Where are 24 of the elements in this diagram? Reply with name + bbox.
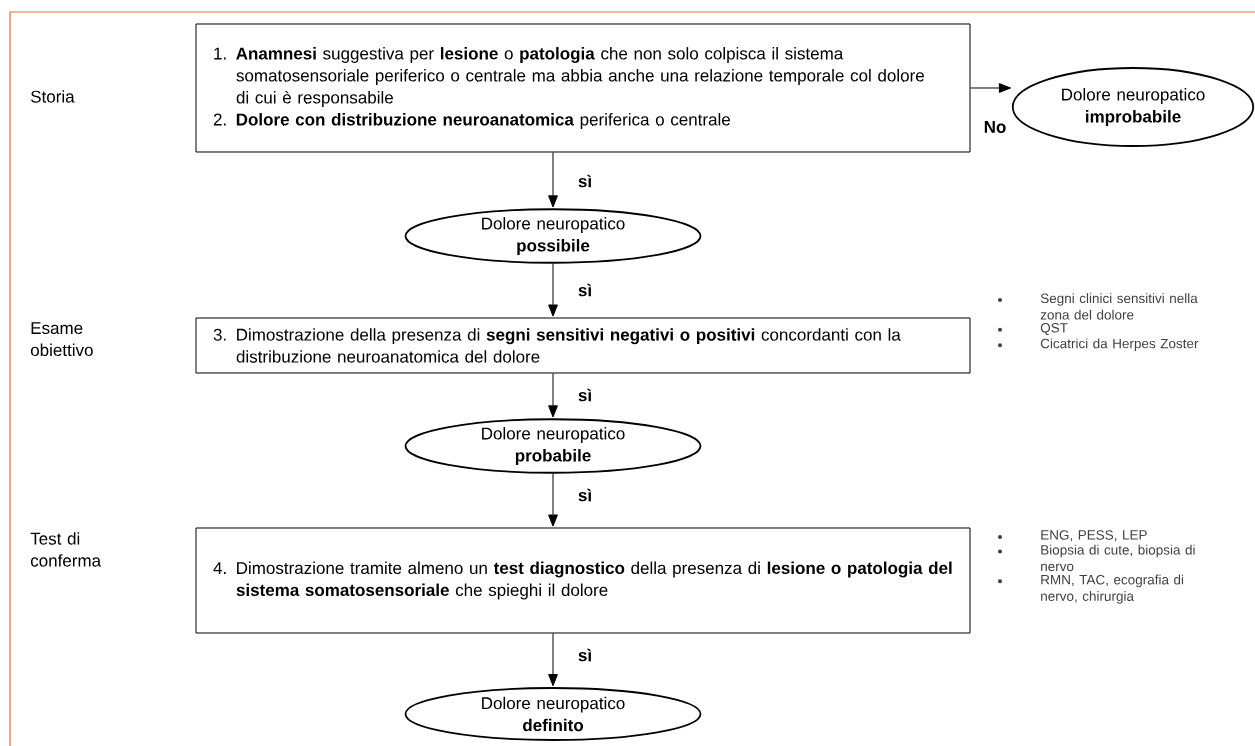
edge-label: sì — [576, 173, 594, 189]
step-box: 3. Dimostrazione della presenza di segni sensitivi negativi o positivi concordanti con la distribuzione neuroanatomica del dolore — [195, 317, 971, 374]
arrow — [548, 152, 558, 208]
bullet-item: ENG, PESS, LEP — [998, 530, 1147, 542]
stage-label: Test di conferma — [30, 532, 102, 567]
bullet-item: Cicatrici da Herpes Zoster — [998, 338, 1199, 351]
edge-label: sì — [576, 487, 594, 503]
bullet-item: Biopsia di cute, biopsia di nervo — [998, 544, 1195, 572]
step-box: 4. Dimostrazione tramite almeno un test diagnostico della presenza di lesione o patologia del sistema somatosensoriale che spieghi il dolore — [195, 527, 971, 634]
stage-label: Esame obiettivo — [30, 322, 93, 357]
edge-label: sì — [576, 387, 594, 403]
edge-label: sì — [576, 282, 594, 298]
bullet-item: Segni clinici sensitivi nella zona del dolore — [998, 293, 1198, 320]
bullet-item: RMN, TAC, ecografia di nervo, chirurgia — [998, 574, 1184, 604]
arrow — [548, 473, 558, 527]
step-box: 1. Anamnesi suggestiva per lesione o patologia che non solo colpisca il sistema somatosensoriale periferico o centrale ma abbia anche una relazione temporale col dolore di cui è responsabile 2. Dolore con distribuzione neuroanatomica periferica o centrale — [195, 23, 971, 153]
edge-label: No — [982, 120, 1008, 134]
arrow — [970, 83, 1011, 93]
arrow — [548, 633, 558, 687]
edge-label: sì — [576, 647, 594, 663]
arrow — [548, 373, 558, 418]
arrow — [548, 263, 558, 317]
stage-label: Storia — [31, 90, 75, 103]
bullet-item: QST — [998, 323, 1068, 335]
